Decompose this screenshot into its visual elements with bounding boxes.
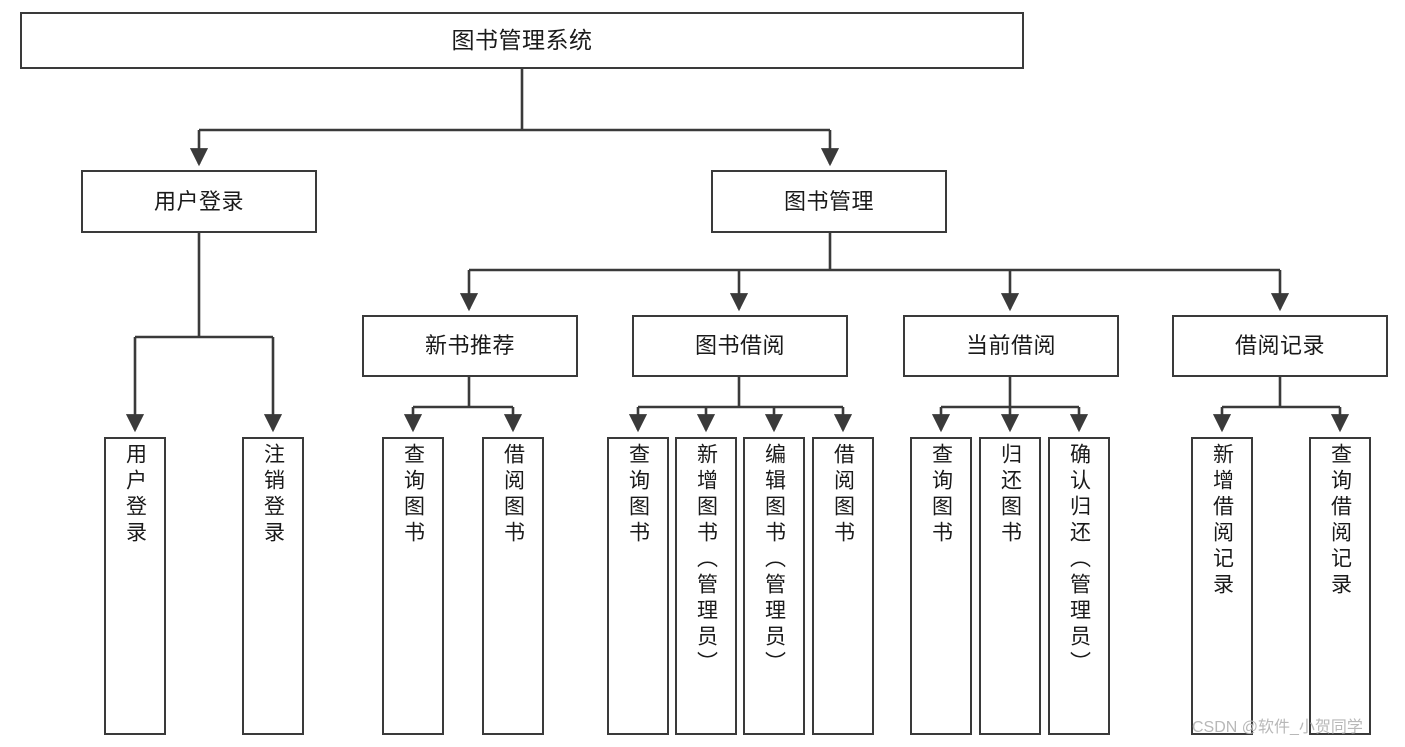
node-borrow-record-label: 借阅记录 [1234, 333, 1325, 359]
csdn-watermark: CSDN @软件_小贺同学 [1192, 719, 1363, 736]
node-leaf-add-record[interactable]: 新增借阅记录 [1191, 437, 1253, 735]
node-leaf-add-book[interactable]: 新增图书（管理员） [675, 437, 737, 735]
node-leaf-add-book-label: 新增图书（管理员） [694, 443, 718, 677]
node-leaf-query-record[interactable]: 查询借阅记录 [1309, 437, 1371, 735]
node-new-book-recommend-label: 新书推荐 [424, 333, 515, 359]
node-user-login[interactable]: 用户登录 [81, 170, 317, 233]
node-leaf-user-login[interactable]: 用户登录 [104, 437, 166, 735]
node-root-label: 图书管理系统 [451, 26, 593, 53]
node-leaf-confirm-return[interactable]: 确认归还（管理员） [1048, 437, 1110, 735]
node-leaf-user-login-label: 用户登录 [123, 443, 147, 547]
node-book-borrow[interactable]: 图书借阅 [632, 315, 848, 377]
node-borrow-record[interactable]: 借阅记录 [1172, 315, 1388, 377]
node-leaf-edit-book-label: 编辑图书（管理员） [762, 443, 786, 677]
node-leaf-borrow-book-2-label: 借阅图书 [831, 443, 855, 547]
node-leaf-borrow-book-1[interactable]: 借阅图书 [482, 437, 544, 735]
node-leaf-query-book-1[interactable]: 查询图书 [382, 437, 444, 735]
node-leaf-borrow-book-2[interactable]: 借阅图书 [812, 437, 874, 735]
node-current-borrow-label: 当前借阅 [965, 333, 1056, 359]
node-leaf-logout-login[interactable]: 注销登录 [242, 437, 304, 735]
node-leaf-confirm-return-label: 确认归还（管理员） [1067, 443, 1091, 677]
node-book-management-label: 图书管理 [783, 188, 874, 214]
node-book-management[interactable]: 图书管理 [711, 170, 947, 233]
node-current-borrow[interactable]: 当前借阅 [903, 315, 1119, 377]
node-leaf-query-book-3[interactable]: 查询图书 [910, 437, 972, 735]
node-user-login-label: 用户登录 [153, 188, 244, 214]
node-book-borrow-label: 图书借阅 [694, 333, 785, 359]
node-leaf-query-book-2-label: 查询图书 [626, 443, 650, 547]
node-leaf-logout-login-label: 注销登录 [261, 443, 285, 547]
node-leaf-query-book-1-label: 查询图书 [401, 443, 425, 547]
node-leaf-edit-book[interactable]: 编辑图书（管理员） [743, 437, 805, 735]
node-leaf-borrow-book-1-label: 借阅图书 [501, 443, 525, 547]
node-leaf-add-record-label: 新增借阅记录 [1210, 443, 1234, 599]
node-root[interactable]: 图书管理系统 [20, 12, 1024, 69]
node-leaf-query-book-3-label: 查询图书 [929, 443, 953, 547]
node-new-book-recommend[interactable]: 新书推荐 [362, 315, 578, 377]
node-leaf-query-book-2[interactable]: 查询图书 [607, 437, 669, 735]
node-leaf-return-book-label: 归还图书 [998, 443, 1022, 547]
node-leaf-query-record-label: 查询借阅记录 [1328, 443, 1352, 599]
node-leaf-return-book[interactable]: 归还图书 [979, 437, 1041, 735]
